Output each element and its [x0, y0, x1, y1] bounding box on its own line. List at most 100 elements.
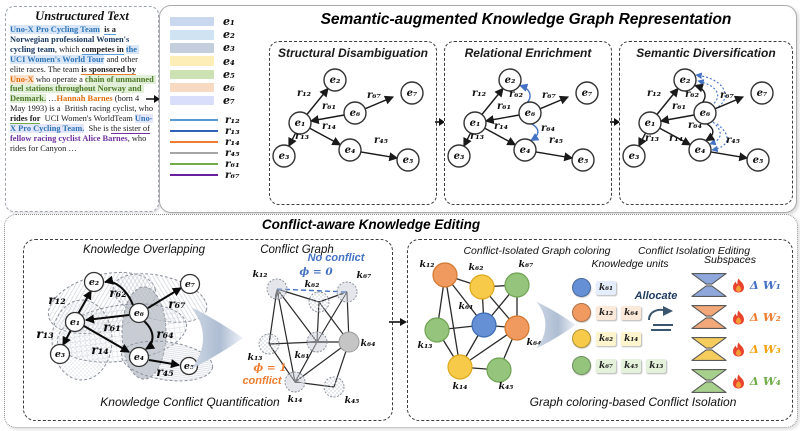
conflict-graph-title: Conflict Graph: [260, 244, 334, 256]
svg-text:r₆₁: r₆₁: [672, 101, 686, 112]
entity-label: e₅: [223, 67, 235, 81]
svg-text:r₄₅: r₄₅: [549, 135, 564, 146]
text-segment: Norwegian professional Women's cycling t…: [10, 34, 132, 54]
svg-text:r₆₇: r₆₇: [168, 296, 186, 311]
svg-text:e₄: e₄: [345, 145, 356, 156]
svg-text:e₇: e₇: [185, 279, 195, 290]
svg-text:e₆: e₆: [525, 108, 536, 119]
svg-text:e₂: e₂: [505, 75, 516, 86]
entity-label: e₃: [223, 41, 235, 55]
funnel-arrow-right: [536, 301, 576, 349]
svg-text:e₃: e₃: [454, 151, 465, 162]
svg-text:e₅: e₅: [403, 155, 414, 166]
svg-text:e₁: e₁: [470, 118, 481, 129]
text-segment: rides for: [10, 114, 41, 125]
edges: [638, 87, 749, 162]
svg-text:e₇: e₇: [757, 88, 768, 99]
knowledge-chip: k₁₄: [621, 331, 642, 346]
no-conflict-edge: [276, 288, 348, 293]
knowledge-chip: k₆₄: [621, 305, 642, 320]
subspaces-title: Subspaces: [704, 254, 756, 266]
svg-text:r₆₂: r₆₂: [509, 89, 524, 100]
legend-entity-row: e₇: [170, 94, 240, 107]
svg-text:e₄: e₄: [520, 145, 531, 156]
svg-text:e₆: e₆: [700, 108, 711, 119]
svg-text:e₆: e₆: [134, 308, 144, 319]
svg-text:r₆₂: r₆₂: [109, 285, 127, 300]
nodes: [447, 68, 599, 172]
semantic-kg-box: e₁ e₂ e₃ e₄ e₅ e₆ e₇ r₁₂ r₁₃ r₁₄ r₄₅ r₆₁…: [159, 5, 797, 213]
svg-text:r₁₂: r₁₂: [472, 88, 487, 99]
svg-text:e₃: e₃: [279, 151, 290, 162]
phi-0-label: ϕ = 0: [299, 266, 333, 278]
edges: [288, 87, 399, 162]
svg-text:r₆₄: r₆₄: [688, 120, 702, 131]
panel2-title: Relational Enrichment: [464, 46, 592, 60]
flame-icon: [733, 278, 745, 292]
entity-swatch: [170, 82, 214, 93]
relation-swatch: [170, 140, 218, 143]
svg-text:k₄₅: k₄₅: [345, 395, 360, 406]
svg-text:e₂: e₂: [89, 277, 99, 288]
editing-title: Conflict Isolation Editing: [637, 245, 751, 257]
entity-label: e₁: [223, 15, 235, 29]
relation-label: r₆₇: [225, 168, 240, 181]
arrow-panel2-panel3: [610, 118, 620, 126]
edges: [463, 87, 574, 162]
entity-label: e₂: [223, 28, 235, 42]
svg-text:e₁: e₁: [295, 118, 306, 129]
svg-text:k₁₃: k₁₃: [418, 340, 433, 351]
text-segment: Uno-X Pro Cycling Team: [10, 25, 100, 34]
delta-w-label: Δ W₃: [749, 342, 781, 357]
svg-text:r₆₇: r₆₇: [720, 90, 735, 101]
legend-relation-row: r₄₅: [170, 147, 240, 159]
phi-1-label: ϕ = 1: [253, 362, 287, 374]
entity-swatch: [170, 43, 214, 53]
subspace-adapter-icon: [691, 305, 727, 329]
relation-swatch: [170, 173, 218, 176]
svg-text:k₆₄: k₆₄: [361, 338, 376, 349]
text-segment: is a: [104, 25, 116, 35]
green-unit-dot: [572, 356, 591, 375]
text-segment: Uno-X: [10, 74, 34, 84]
svg-text:k₁₄: k₁₄: [288, 394, 303, 405]
delta-w-label: Δ W₁: [749, 278, 781, 293]
arrow-panel1-panel2: [435, 118, 445, 126]
text-segment: competes in: [81, 44, 124, 55]
text-segment: , which: [54, 44, 82, 54]
svg-text:e₅: e₅: [578, 155, 589, 166]
knowledge-chip: k₆₇: [596, 358, 617, 373]
svg-text:r₁₃: r₁₃: [36, 326, 54, 341]
entity-swatch: [170, 69, 214, 80]
legend-relation-row: r₁₄: [170, 136, 240, 148]
text-segment: , who rides for Canyon …: [10, 133, 149, 153]
svg-text:r₄₅: r₄₅: [156, 364, 174, 379]
svg-text:r₄₅: r₄₅: [726, 135, 741, 146]
isolation-box: Conflict-Isolated Graph coloring Conflic…: [407, 239, 793, 421]
entity-swatch: [170, 95, 214, 106]
svg-text:e₄: e₄: [695, 145, 706, 156]
svg-text:r₁₂: r₁₂: [647, 88, 662, 99]
flame-icon: [733, 310, 745, 324]
yellow-unit-dot: [572, 329, 591, 348]
svg-text:r₁₂: r₁₂: [48, 292, 66, 307]
svg-text:k₆₇: k₆₇: [519, 259, 534, 270]
svg-text:k₁₂: k₁₂: [253, 269, 268, 280]
legend-relation-row: r₆₇: [170, 168, 240, 181]
knowledge-chip: k₆₂: [596, 331, 617, 346]
flame-icon: [733, 342, 745, 356]
legend-entity-row: e₅: [170, 68, 240, 81]
subspace-row-4: Δ W₄: [690, 368, 781, 394]
entity-label: e₇: [223, 94, 235, 108]
text-segment: …: [46, 94, 57, 104]
funnel-arrow-left: [191, 307, 243, 369]
legend-relation-row: r₁₃: [170, 125, 240, 137]
svg-text:k₆₄: k₆₄: [527, 337, 542, 348]
